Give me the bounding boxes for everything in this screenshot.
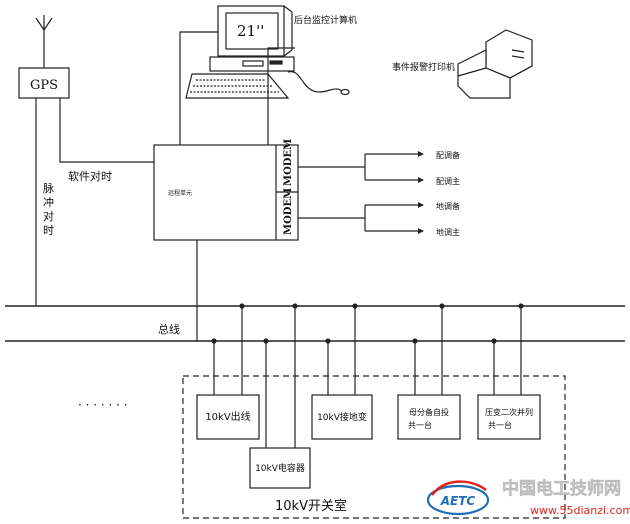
- dispatch-backup-label: 配调备: [436, 150, 460, 160]
- antenna-icon: [35, 15, 53, 68]
- bus-taps: [211, 303, 524, 448]
- switch-room-label: 10kV开关室: [275, 498, 347, 514]
- capacitor-label: 10kV电容器: [255, 462, 305, 474]
- backend-pc-label: 后台监控计算机: [294, 14, 357, 26]
- software-sync-line: [59, 98, 154, 163]
- feeder-box: [196, 394, 260, 440]
- pc-to-unit-line: [179, 31, 218, 145]
- bus-label: 总线: [158, 322, 180, 336]
- comm-unit-label: 远程单元: [168, 189, 192, 197]
- computer-icon: [185, 5, 350, 99]
- switch-room-boundary: [182, 375, 566, 519]
- arrow-heads: [418, 151, 424, 234]
- watermark-brand: 中国电工技师网: [502, 478, 621, 499]
- auto-switch-box: [397, 394, 461, 440]
- aetc-logo-icon: [426, 480, 490, 516]
- pt-parallel-label: 压变二次并列: [485, 407, 533, 417]
- regional-backup-label: 地调备: [436, 201, 460, 211]
- comm-unit-box: [153, 144, 299, 241]
- monitor-size-label: 21'': [237, 22, 264, 40]
- watermark: AETC 中国电工技师网 www.55dianzi.com: [426, 478, 630, 517]
- auto-switch-label: 母分备自投: [409, 407, 449, 417]
- regional-main-label: 地调主: [436, 227, 460, 237]
- grounding-label: 10kV接地变: [317, 411, 367, 423]
- gps-box: [18, 67, 70, 99]
- watermark-logo-text: AETC: [440, 494, 476, 508]
- software-sync-label: 软件对时: [68, 169, 112, 183]
- auto-switch-label-2: 共一台: [408, 420, 432, 430]
- capacitor-box: [249, 447, 311, 489]
- modem-2-label: MODEM: [283, 188, 294, 235]
- gps-label: GPS: [30, 78, 58, 93]
- pt-parallel-box: [477, 394, 541, 440]
- pulse-sync-label: 脉冲对时: [43, 181, 54, 237]
- printer-icon: [457, 29, 533, 99]
- watermark-url: www.55dianzi.com: [530, 504, 630, 517]
- modem-output-lines: [298, 153, 418, 232]
- more-units-ellipsis: · · · · · · ·: [78, 398, 128, 412]
- grounding-box: [311, 394, 373, 440]
- feeder-label: 10kV出线: [205, 410, 250, 423]
- printer-to-unit-line: [267, 47, 295, 145]
- modem-1-label: MODEM: [283, 139, 294, 186]
- event-printer-label: 事件报警打印机: [392, 61, 455, 73]
- svg-text:脉冲对时: 脉冲对时: [43, 181, 54, 237]
- dispatch-main-label: 配调主: [436, 176, 460, 186]
- pt-parallel-label-2: 共一台: [488, 420, 512, 430]
